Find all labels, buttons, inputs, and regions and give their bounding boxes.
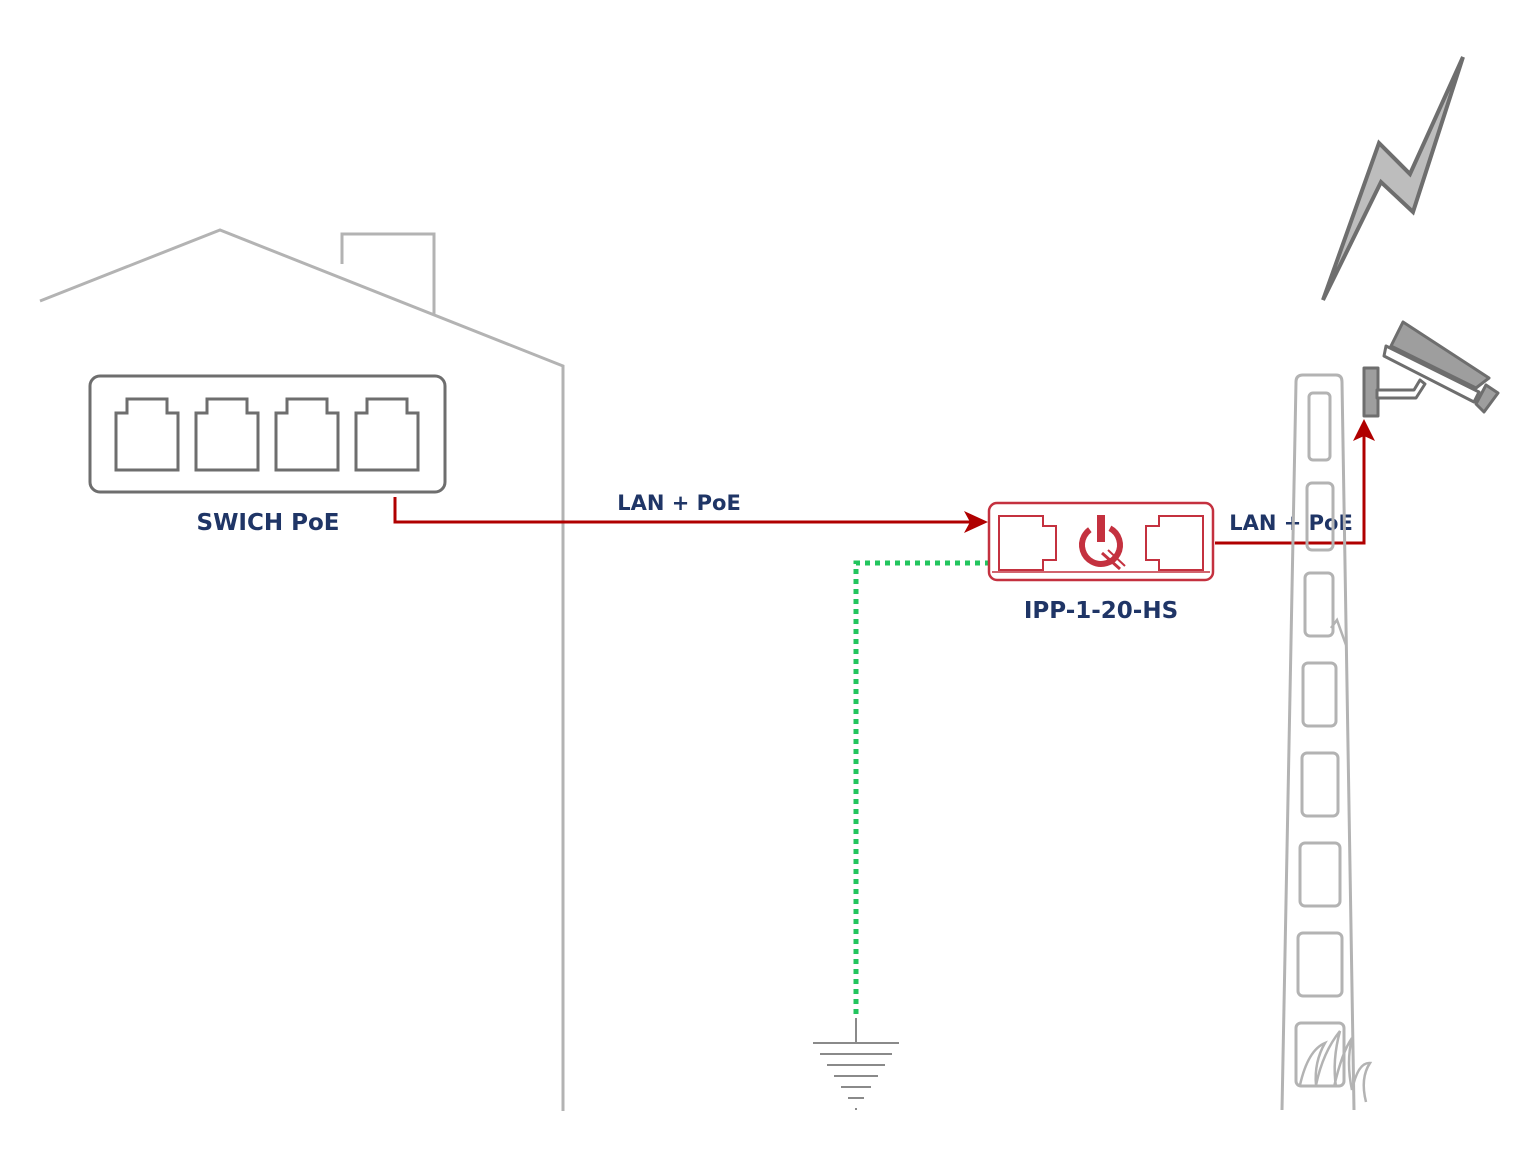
switch-port-1 [114,397,180,472]
cctv-camera-icon [1362,320,1500,418]
cable-in-label: LAN + PoE [617,491,741,515]
camera-front-hood [1382,344,1481,404]
building [39,228,565,1111]
switch-label: SWICH PoE [197,510,340,536]
ground-wire [853,560,990,1018]
switch-port-3 [274,397,340,472]
ground-connection [813,560,990,1110]
switch-port-2 [194,397,260,472]
cable-switch-to-device: LAN + PoE [393,491,988,533]
camera-body [1389,320,1491,390]
building-roof-wall [39,228,565,1111]
grass-icon [1298,1030,1373,1103]
device-port-left [998,515,1057,571]
poe-switch: SWICH PoE [88,374,447,536]
switch-port-4 [354,397,420,472]
mast-bracket [1330,617,1348,646]
cable-line-out [1215,435,1366,545]
mast [1280,373,1373,1111]
camera-lens-cap [1474,383,1500,414]
mast-outline [1280,373,1356,1111]
device-port-right [1145,515,1204,571]
arrowhead-right-icon [964,511,988,533]
mast-lattice [1294,391,1346,1088]
lightning-bolt-icon [1321,56,1465,301]
ground-symbol-icon [813,1018,899,1110]
switch-body [88,374,447,494]
surge-protector-device: IPP-1-20-HS [987,501,1215,624]
cable-line-in [393,497,972,524]
device-label: IPP-1-20-HS [1024,598,1178,624]
arrowhead-up-icon [1353,419,1375,441]
camera-arm [1375,378,1427,400]
building-chimney [340,232,436,315]
